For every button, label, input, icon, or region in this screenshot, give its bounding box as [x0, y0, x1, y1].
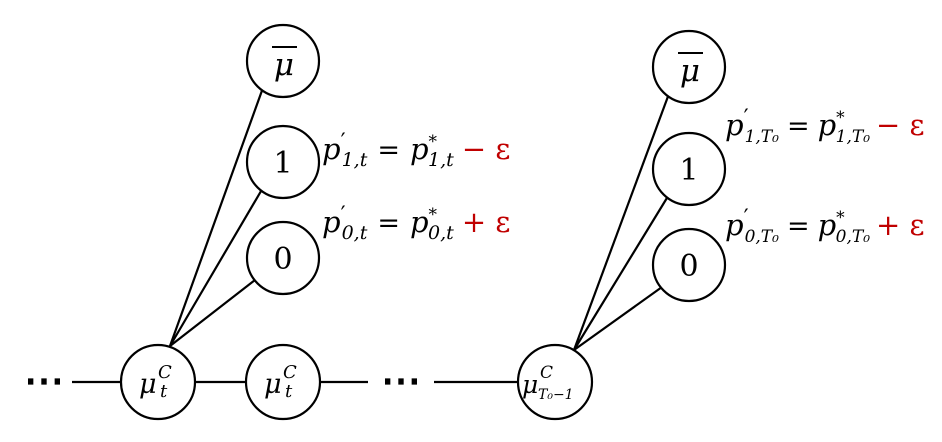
bottom-node-mu-t-2: μ C t: [244, 343, 322, 421]
bottom-node-var-2: μ: [264, 369, 282, 400]
node-zero-1: 0: [245, 220, 321, 296]
bottom-node-sup-3: C: [540, 363, 553, 383]
bottom-node-sup-1: C: [158, 362, 172, 383]
mu-bar-symbol-2: μ: [680, 53, 700, 89]
branch-edge-one-2: [573, 192, 671, 351]
equation-one-1: p′1,t=p*1,t− ε: [322, 130, 510, 171]
mu-bar-symbol-1: μ: [274, 47, 294, 83]
equation-zero-1: p′0,t=p*0,t+ ε: [322, 203, 510, 244]
node-one-label-1: 1: [273, 146, 292, 181]
equation-one-text-2: p′1,T₀=p*1,T₀− ε: [725, 106, 925, 147]
bottom-node-mu-t0-minus-1: μ C T₀−1: [516, 343, 594, 421]
branch-edge-zero-1: [169, 279, 256, 347]
node-zero-2: 0: [651, 227, 727, 303]
bottom-node-sub-2: t: [285, 381, 293, 402]
node-mu-bar-2: μ: [651, 29, 727, 105]
bottom-node-var-3: μ: [522, 370, 538, 399]
node-one-label-2: 1: [679, 153, 698, 188]
equation-one-text-1: p′1,t=p*1,t− ε: [322, 130, 510, 171]
ellipsis-left: ⋯: [24, 357, 64, 404]
equation-zero-text-2: p′0,T₀=p*0,T₀+ ε: [725, 206, 925, 247]
bottom-node-sub-1: t: [160, 381, 168, 402]
bottom-node-sub-3: T₀−1: [538, 387, 574, 403]
node-mu-bar-1: μ: [245, 23, 321, 99]
equation-zero-2: p′0,T₀=p*0,T₀+ ε: [725, 206, 925, 247]
branch-edge-top-2: [572, 90, 672, 351]
node-one-2: 1: [651, 131, 727, 207]
equation-one-2: p′1,T₀=p*1,T₀− ε: [725, 106, 925, 147]
bottom-node-sup-2: C: [283, 362, 297, 383]
equation-zero-text-1: p′0,t=p*0,t+ ε: [322, 203, 510, 244]
branch-edge-top-1: [168, 84, 266, 347]
branch-edge-zero-2: [573, 286, 663, 351]
branch-edge-one-1: [169, 185, 265, 347]
node-zero-label-1: 0: [273, 242, 292, 277]
bottom-node-mu-t-1: μ C t: [119, 343, 197, 421]
node-one-1: 1: [245, 124, 321, 200]
node-zero-label-2: 0: [679, 249, 698, 284]
bottom-node-var-1: μ: [139, 369, 157, 400]
ellipsis-middle: ⋯: [381, 357, 421, 404]
